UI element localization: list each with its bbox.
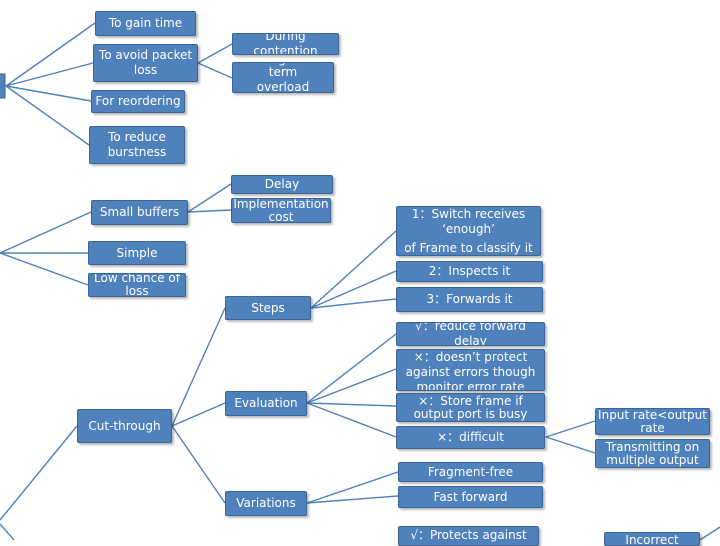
node-low-chance-of-loss[interactable]: Low chance of loss: [88, 273, 186, 297]
node-eval-no-protect[interactable]: ×：doesn’t protect against errors though …: [396, 349, 545, 391]
edge-eval-reduce: [306, 333, 397, 404]
node-to-avoid-packet-loss[interactable]: To avoid packet loss: [93, 44, 198, 82]
node-to-gain-time[interactable]: To gain time: [95, 11, 196, 36]
edge-eval-no-protect: [306, 368, 397, 404]
edge-difficult-multiple: [545, 436, 596, 454]
edge-steps-step3: [310, 298, 397, 309]
overload-label: overload: [256, 80, 310, 93]
edge-eval-difficult: [306, 402, 397, 438]
edge-cut-through-variations: [171, 425, 226, 504]
node-transmitting-multiple[interactable]: Transmitting on multiple output: [595, 439, 710, 468]
edge-variations-fragment: [306, 471, 399, 504]
edge-cut-through-steps: [171, 307, 226, 427]
node-fragment-free[interactable]: Fragment-free: [398, 462, 543, 482]
root-node-partial: [0, 73, 6, 99]
node-to-reduce-burstness[interactable]: To reduce burstness: [89, 126, 185, 164]
edge-difficult-input-rate: [545, 420, 596, 438]
node-during-short-term[interactable]: During short term overload: [232, 62, 334, 93]
edge-root-reordering: [5, 85, 92, 102]
edge-root2-low-chance: [0, 252, 89, 286]
node-input-rate[interactable]: Input rate<output rate: [595, 408, 710, 435]
step1-line1: 1：Switch receives ‘enough’: [411, 206, 526, 236]
edge-small-buffers-delay: [187, 183, 232, 213]
edge-root3-cut-through: [0, 425, 78, 521]
node-cut-through[interactable]: Cut-through: [77, 409, 172, 443]
edge-steps-step2: [310, 270, 397, 309]
edge-variations-fast: [306, 495, 399, 504]
node-delay[interactable]: Delay: [231, 175, 333, 194]
step1-line2: of Frame to classify it: [404, 240, 533, 255]
node-step-1[interactable]: 1：Switch receives ‘enough’ of Frame to c…: [396, 206, 541, 256]
node-eval-reduce-delay[interactable]: √：reduce forward delay: [396, 322, 545, 346]
edge-small-buffers-cost: [187, 209, 232, 213]
edge-root-burstness: [5, 85, 90, 146]
edge-root-gain-time: [5, 22, 96, 87]
edge-bottom-left: [0, 523, 15, 540]
node-implementation-cost[interactable]: Implementation cost: [231, 198, 331, 223]
node-protects-against[interactable]: √：Protects against: [398, 526, 539, 546]
node-step-2[interactable]: 2：Inspects it: [396, 261, 543, 282]
edge-bottom-right: [699, 526, 720, 540]
node-steps[interactable]: Steps: [225, 296, 311, 320]
node-eval-difficult[interactable]: ×：difficult: [396, 426, 545, 449]
node-incorrect-length[interactable]: Incorrect length: [604, 532, 700, 546]
node-during-contention[interactable]: During contention: [232, 33, 339, 55]
node-step-3[interactable]: 3：Forwards it: [396, 287, 543, 312]
node-small-buffers[interactable]: Small buffers: [91, 200, 188, 225]
node-fast-forward[interactable]: Fast forward: [398, 486, 543, 508]
edge-eval-store: [306, 402, 397, 407]
node-for-reordering[interactable]: For reordering: [91, 90, 185, 113]
edge-avoid-loss-contention: [197, 43, 233, 64]
node-evaluation[interactable]: Evaluation: [225, 391, 307, 416]
edge-steps-step1: [310, 230, 397, 309]
short-term-label: During short term: [246, 63, 321, 79]
node-eval-store-frame[interactable]: ×：Store frame if output port is busy: [396, 393, 545, 422]
edge-root-avoid-loss: [5, 62, 94, 87]
node-simple[interactable]: Simple: [88, 241, 186, 265]
edge-cut-through-evaluation: [171, 402, 226, 427]
edge-root2-small-buffers: [0, 211, 92, 254]
edge-avoid-loss-short-term: [197, 62, 233, 79]
node-variations[interactable]: Variations: [225, 491, 307, 516]
